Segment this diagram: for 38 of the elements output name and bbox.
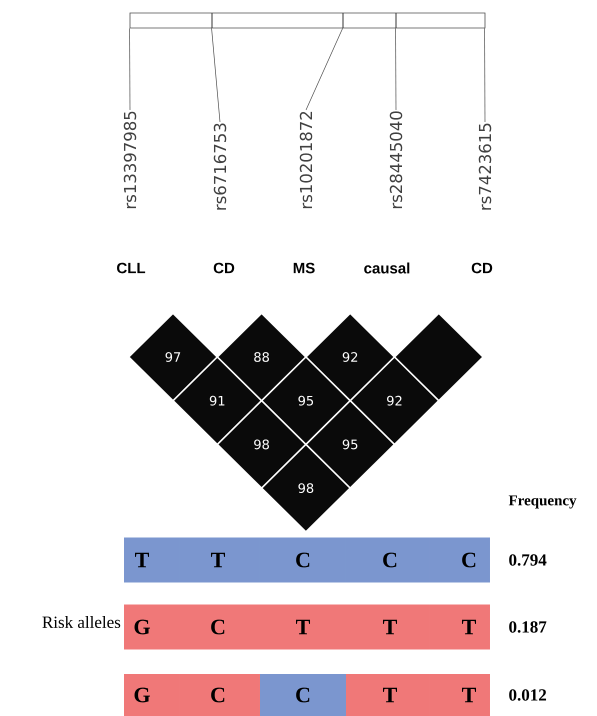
disease-label: MS: [294, 262, 315, 274]
frequency-value: 0.794: [509, 554, 546, 566]
haplotype-bar: G C T T T: [124, 604, 490, 650]
disease-label: causal: [364, 262, 410, 274]
node-label: C: [383, 552, 396, 568]
leader-line: [129, 28, 130, 110]
node-label: C: [211, 620, 224, 634]
frequency-value: 0.012: [509, 689, 546, 701]
disease-label: CD: [472, 262, 492, 274]
leader-line: [211, 28, 220, 122]
snp-label: rs13397985: [124, 112, 136, 208]
node-label: C: [211, 688, 224, 702]
disease-label: CD: [214, 262, 234, 274]
frequency-value: 0.187: [509, 621, 546, 633]
node-label: T: [383, 688, 398, 702]
haplotype-bar: G C C T T: [124, 674, 490, 716]
snp-label: rs10201872: [300, 112, 312, 208]
node-label: T: [383, 620, 398, 634]
node-label: T: [296, 620, 310, 634]
row-label: Risk alleles: [42, 616, 120, 628]
disease-label: CLL: [117, 262, 146, 274]
node-label: T: [462, 620, 476, 634]
column-heading: Frequency: [508, 495, 576, 509]
leader-line: [484, 28, 486, 122]
leader-line: [395, 28, 396, 110]
node-label: C: [296, 552, 310, 568]
snp-label: rs28445040: [390, 111, 402, 208]
snp-label: rs7423615: [478, 124, 492, 210]
node-label: C: [462, 552, 476, 568]
snp-label: rs6716753: [214, 124, 226, 210]
ruler-bar: [130, 12, 486, 29]
node-label: T: [135, 552, 150, 568]
leader-line: [306, 28, 343, 110]
node-label: G: [134, 620, 150, 634]
node-label: G: [134, 688, 150, 702]
node-label: T: [211, 552, 226, 568]
node-label: T: [462, 688, 476, 702]
haplotype-bar: T T C C C: [124, 538, 490, 582]
